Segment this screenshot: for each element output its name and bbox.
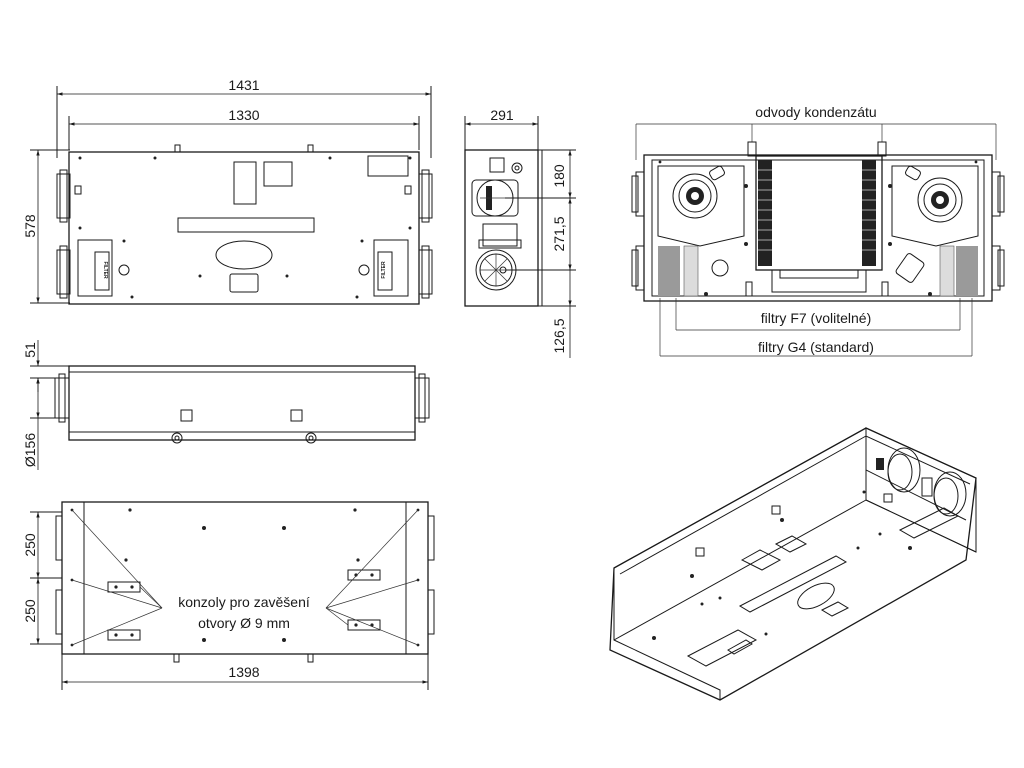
dim-bracket-spacing-1: 250 bbox=[22, 533, 38, 557]
side-view: 291 180 271,5 126,5 bbox=[464, 107, 576, 358]
internal-view: odvody kondenzátu bbox=[631, 104, 1005, 357]
dim-height: 578 bbox=[22, 214, 38, 238]
dim-total-length: 1431 bbox=[228, 77, 259, 93]
dim-271-5: 271,5 bbox=[551, 216, 567, 251]
bottom-view: konzoly pro zavěšení otvory Ø 9 mm 250 2… bbox=[22, 501, 435, 690]
label-filters-g4: filtry G4 (standard) bbox=[758, 339, 874, 355]
top-view: 51 Ø156 bbox=[22, 340, 430, 470]
dim-body-length: 1330 bbox=[228, 107, 259, 123]
dim-51: 51 bbox=[22, 342, 38, 358]
label-holes: otvory Ø 9 mm bbox=[198, 615, 290, 631]
dim-bracket-spacing-2: 250 bbox=[22, 599, 38, 623]
front-view: 1431 1330 578 FILTER bbox=[22, 77, 433, 305]
dim-duct-diameter: Ø156 bbox=[22, 433, 38, 467]
dim-180: 180 bbox=[551, 164, 567, 188]
label-brackets: konzoly pro zavěšení bbox=[178, 594, 310, 610]
dim-126-5: 126,5 bbox=[551, 318, 567, 353]
dim-bracket-length: 1398 bbox=[228, 664, 259, 680]
label-filters-f7: filtry F7 (volitelné) bbox=[761, 310, 871, 326]
dim-depth: 291 bbox=[490, 107, 514, 123]
filter-tag-right: FILTER bbox=[381, 261, 387, 279]
filter-tag-left: FILTER bbox=[102, 261, 108, 279]
isometric-view bbox=[609, 427, 977, 701]
label-condensate-drains: odvody kondenzátu bbox=[755, 104, 876, 120]
